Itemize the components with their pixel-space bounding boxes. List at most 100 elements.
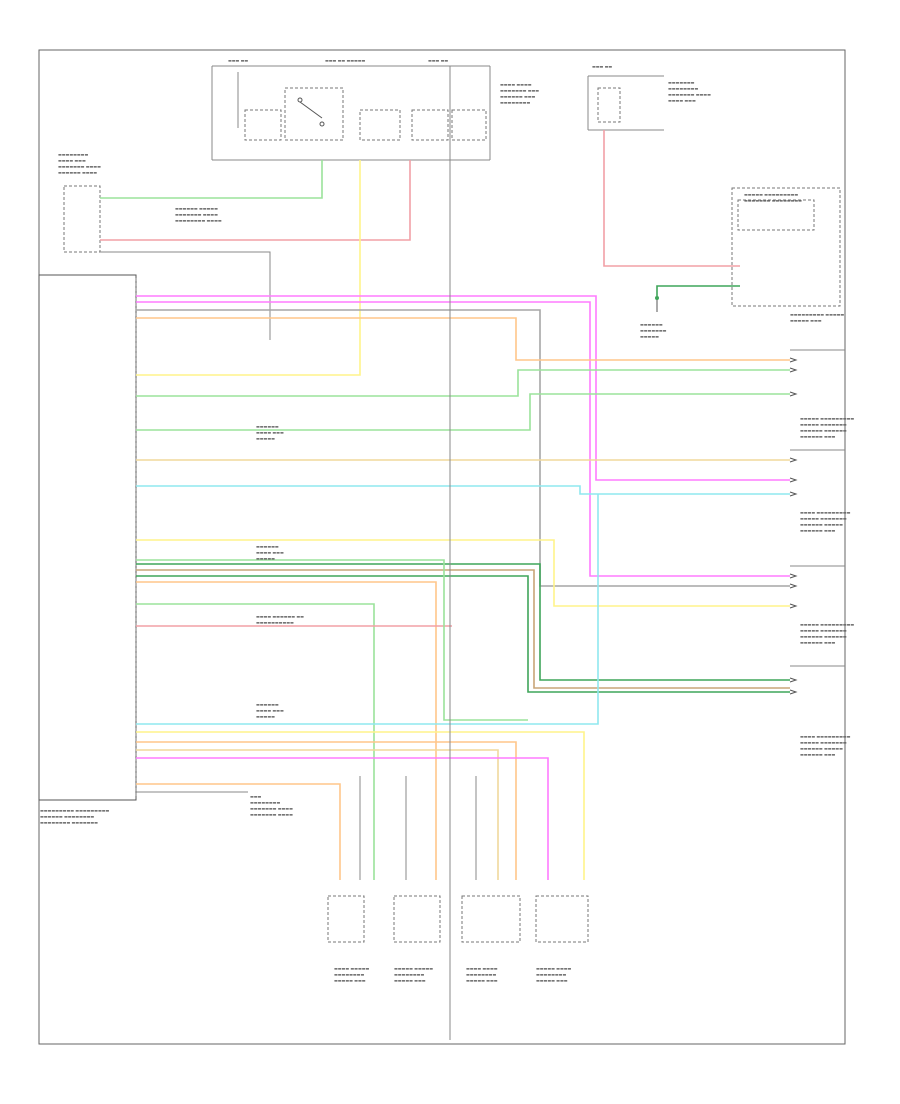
svg-text:▬▬▬▬▬▬ ▬▬▬▬▬▬: ▬▬▬▬▬▬ ▬▬▬▬▬▬ <box>800 634 847 639</box>
svg-text:▬▬▬▬▬▬▬ ▬▬▬▬▬▬▬▬: ▬▬▬▬▬▬▬ ▬▬▬▬▬▬▬▬ <box>744 198 802 203</box>
fuse-box-3 <box>411 109 449 141</box>
svg-text:▬▬▬ ▬▬: ▬▬▬ ▬▬ <box>228 58 248 63</box>
svg-text:▬▬▬▬▬▬ ▬▬▬▬▬▬: ▬▬▬▬▬▬ ▬▬▬▬▬▬ <box>800 428 847 433</box>
svg-text:▬▬▬▬▬▬: ▬▬▬▬▬▬ <box>640 322 663 327</box>
svg-text:▬▬▬▬ ▬▬▬: ▬▬▬▬ ▬▬▬ <box>256 550 284 555</box>
svg-text:▬▬▬▬▬▬▬: ▬▬▬▬▬▬▬ <box>668 80 695 85</box>
svg-text:▬▬▬▬▬▬ ▬▬▬▬▬: ▬▬▬▬▬▬ ▬▬▬▬▬ <box>175 206 218 211</box>
svg-text:▬▬▬▬▬ ▬▬▬▬▬▬▬▬▬: ▬▬▬▬▬ ▬▬▬▬▬▬▬▬▬ <box>744 192 798 197</box>
svg-text:▬▬▬▬▬▬▬ ▬▬▬▬: ▬▬▬▬▬▬▬ ▬▬▬▬ <box>58 164 101 169</box>
svg-text:▬▬▬▬▬ ▬▬▬▬▬▬▬: ▬▬▬▬▬ ▬▬▬▬▬▬▬ <box>800 628 847 633</box>
svg-text:▬▬▬▬ ▬▬▬: ▬▬▬▬ ▬▬▬ <box>256 708 284 713</box>
svg-text:▬▬▬▬▬ ▬▬▬▬▬▬▬▬▬: ▬▬▬▬▬ ▬▬▬▬▬▬▬▬▬ <box>800 416 854 421</box>
svg-text:▬▬▬ ▬▬ ▬▬▬▬▬: ▬▬▬ ▬▬ ▬▬▬▬▬ <box>325 58 366 63</box>
position-sensor-connector: ▬▬▬▬▬▬▬▬ ▬▬▬▬ ▬▬▬ ▬▬▬▬▬▬▬ ▬▬▬▬ ▬▬▬▬▬▬ ▬▬… <box>58 152 222 253</box>
svg-text:▬▬▬: ▬▬▬ <box>250 794 262 799</box>
wire-layer <box>100 66 790 1040</box>
wire-magenta-24 <box>136 757 549 880</box>
top-right-fuse-block: ▬▬▬ ▬▬ ▬▬▬▬▬▬▬ ▬▬▬▬▬▬▬▬ ▬▬▬▬▬▬▬ ▬▬▬▬ ▬▬▬… <box>587 64 711 131</box>
instrument-cluster: ▬▬▬▬▬ ▬▬▬▬▬▬▬▬▬ ▬▬▬▬▬▬▬ ▬▬▬▬▬▬▬▬ ▬▬▬▬▬▬▬… <box>731 187 844 323</box>
wire-dkgreen-16 <box>136 575 790 693</box>
svg-text:▬▬▬▬▬▬▬ ▬▬▬▬: ▬▬▬▬▬▬▬ ▬▬▬▬ <box>250 806 293 811</box>
svg-text:▬▬▬▬▬▬ ▬▬▬▬▬: ▬▬▬▬▬▬ ▬▬▬▬▬ <box>800 522 843 527</box>
diagram-frame <box>38 49 846 1045</box>
svg-text:▬▬▬▬▬▬▬▬: ▬▬▬▬▬▬▬▬ <box>58 152 88 157</box>
svg-text:▬▬▬▬▬▬▬▬▬ ▬▬▬▬▬▬▬▬▬: ▬▬▬▬▬▬▬▬▬ ▬▬▬▬▬▬▬▬▬ <box>40 808 110 813</box>
svg-text:▬▬▬▬▬▬: ▬▬▬▬▬▬ <box>256 544 279 549</box>
svg-text:▬▬▬▬▬▬▬ ▬▬▬▬: ▬▬▬▬▬▬▬ ▬▬▬▬ <box>175 212 218 217</box>
svg-text:▬▬▬ ▬▬: ▬▬▬ ▬▬ <box>592 64 612 69</box>
svg-text:▬▬▬▬▬ ▬▬▬: ▬▬▬▬▬ ▬▬▬ <box>466 978 498 983</box>
wire-yellow-2 <box>136 160 361 376</box>
svg-text:▬▬▬▬▬▬▬ ▬▬▬▬: ▬▬▬▬▬▬▬ ▬▬▬▬ <box>668 92 711 97</box>
svg-text:▬▬▬▬▬▬ ▬▬▬▬▬: ▬▬▬▬▬▬ ▬▬▬▬▬ <box>800 746 843 751</box>
inline-ground-labels: ▬▬▬▬▬▬ ▬▬▬▬ ▬▬▬ ▬▬▬▬▬ ▬▬▬▬▬▬ ▬▬▬▬ ▬▬▬ ▬▬… <box>250 424 304 817</box>
svg-text:▬▬▬▬▬ ▬▬▬▬▬▬▬▬▬: ▬▬▬▬▬ ▬▬▬▬▬▬▬▬▬ <box>800 622 854 627</box>
wire-pink-3 <box>603 130 740 267</box>
svg-text:▬▬▬▬▬▬ ▬▬▬: ▬▬▬▬▬▬ ▬▬▬ <box>800 528 836 533</box>
svg-text:▬▬▬ ▬▬: ▬▬▬ ▬▬ <box>428 58 448 63</box>
svg-text:▬▬▬▬▬: ▬▬▬▬▬ <box>256 436 275 441</box>
relay-box <box>284 87 344 141</box>
svg-text:▬▬▬▬▬ ▬▬▬▬▬▬▬: ▬▬▬▬▬ ▬▬▬▬▬▬▬ <box>800 740 847 745</box>
svg-text:▬▬▬▬ ▬▬▬▬▬: ▬▬▬▬ ▬▬▬▬▬ <box>334 966 370 971</box>
svg-text:▬▬▬▬▬▬▬▬ ▬▬▬▬: ▬▬▬▬▬▬▬▬ ▬▬▬▬ <box>175 218 222 223</box>
svg-text:▬▬▬▬ ▬▬▬▬: ▬▬▬▬ ▬▬▬▬ <box>466 966 498 971</box>
svg-text:▬▬▬▬▬ ▬▬▬: ▬▬▬▬▬ ▬▬▬ <box>536 978 568 983</box>
svg-text:▬▬▬▬▬ ▬▬▬: ▬▬▬▬▬ ▬▬▬ <box>334 978 366 983</box>
svg-text:▬▬▬▬▬ ▬▬▬▬: ▬▬▬▬▬ ▬▬▬▬ <box>536 966 572 971</box>
svg-text:▬▬▬▬▬▬▬ ▬▬▬: ▬▬▬▬▬▬▬ ▬▬▬ <box>500 88 539 93</box>
connector-arrow-icon <box>789 357 798 695</box>
svg-text:▬▬▬▬ ▬▬▬: ▬▬▬▬ ▬▬▬ <box>58 158 86 163</box>
svg-text:▬▬▬▬▬▬▬▬: ▬▬▬▬▬▬▬▬ <box>334 972 364 977</box>
wire-cyan-20 <box>136 494 599 725</box>
control-module-box <box>38 274 137 801</box>
svg-text:▬▬▬▬▬▬: ▬▬▬▬▬▬ <box>256 702 279 707</box>
svg-text:▬▬▬▬▬▬▬▬▬ ▬▬▬▬▬: ▬▬▬▬▬▬▬▬▬ ▬▬▬▬▬ <box>790 312 844 317</box>
wire-magenta-6 <box>136 301 790 577</box>
svg-text:▬▬▬▬ ▬▬▬▬▬▬▬▬▬: ▬▬▬▬ ▬▬▬▬▬▬▬▬▬ <box>800 510 851 515</box>
svg-text:▬▬▬▬▬▬▬▬: ▬▬▬▬▬▬▬▬ <box>500 100 530 105</box>
svg-text:▬▬▬▬ ▬▬▬▬▬▬▬▬▬: ▬▬▬▬ ▬▬▬▬▬▬▬▬▬ <box>800 734 851 739</box>
fuse-box-1 <box>244 109 282 141</box>
switch-contact-icon <box>299 101 323 119</box>
wire-green-26 <box>136 559 528 721</box>
svg-text:▬▬▬▬▬ ▬▬▬▬▬▬▬: ▬▬▬▬▬ ▬▬▬▬▬▬▬ <box>800 422 847 427</box>
wire-orange-25 <box>136 783 341 880</box>
wire-brown-15 <box>136 569 790 689</box>
svg-text:▬▬▬▬▬▬▬▬ ▬▬▬▬▬▬▬: ▬▬▬▬▬▬▬▬ ▬▬▬▬▬▬▬ <box>40 820 98 825</box>
svg-text:▬▬▬▬▬ ▬▬▬: ▬▬▬▬▬ ▬▬▬ <box>394 978 426 983</box>
svg-text:▬▬▬▬ ▬▬▬: ▬▬▬▬ ▬▬▬ <box>668 98 696 103</box>
wire-yellow-21 <box>136 731 585 880</box>
svg-text:▬▬▬▬▬ ▬▬▬: ▬▬▬▬▬ ▬▬▬ <box>790 318 822 323</box>
wire-green-18 <box>136 603 375 880</box>
wire-pink-1 <box>100 160 411 241</box>
svg-text:▬▬▬▬▬▬▬: ▬▬▬▬▬▬▬ <box>640 328 667 333</box>
wire-green-9 <box>136 369 790 397</box>
svg-text:▬▬▬▬ ▬▬▬: ▬▬▬▬ ▬▬▬ <box>256 430 284 435</box>
svg-text:▬▬▬▬▬ ▬▬▬▬▬: ▬▬▬▬▬ ▬▬▬▬▬ <box>394 966 433 971</box>
wire-yellow-13 <box>136 539 790 607</box>
wire-dkgreen-4 <box>656 285 740 296</box>
svg-text:▬▬▬▬▬▬ ▬▬▬▬: ▬▬▬▬▬▬ ▬▬▬▬ <box>58 170 97 175</box>
fuse-box-2 <box>359 109 401 141</box>
svg-text:▬▬▬▬▬▬▬ ▬▬▬▬: ▬▬▬▬▬▬▬ ▬▬▬▬ <box>250 812 293 817</box>
svg-text:▬▬▬▬▬▬▬▬: ▬▬▬▬▬▬▬▬ <box>250 800 280 805</box>
ground-symbol-icon: ▬▬▬▬▬▬ ▬▬▬▬▬▬▬ ▬▬▬▬▬ <box>640 296 667 339</box>
svg-text:▬▬▬▬▬▬ ▬▬▬▬▬▬▬▬: ▬▬▬▬▬▬ ▬▬▬▬▬▬▬▬ <box>40 814 94 819</box>
svg-text:▬▬▬▬▬▬▬▬: ▬▬▬▬▬▬▬▬ <box>466 972 496 977</box>
instrument-cluster-box <box>731 187 841 307</box>
svg-text:▬▬▬▬▬▬ ▬▬▬: ▬▬▬▬▬▬ ▬▬▬ <box>800 752 836 757</box>
wire-tan-23 <box>136 749 499 880</box>
svg-text:▬▬▬▬▬: ▬▬▬▬▬ <box>256 714 275 719</box>
right-connectors: ▬▬▬▬▬ ▬▬▬▬▬▬▬▬▬ ▬▬▬▬▬ ▬▬▬▬▬▬▬ ▬▬▬▬▬▬ ▬▬▬… <box>790 349 854 757</box>
control-module-label: ▬▬▬▬▬▬▬▬▬ ▬▬▬▬▬▬▬▬▬ ▬▬▬▬▬▬ ▬▬▬▬▬▬▬▬ ▬▬▬▬… <box>40 808 110 825</box>
svg-text:▬▬▬▬▬▬▬▬: ▬▬▬▬▬▬▬▬ <box>536 972 566 977</box>
svg-text:▬▬▬▬ ▬▬▬▬▬▬ ▬▬: ▬▬▬▬ ▬▬▬▬▬▬ ▬▬ <box>256 614 304 619</box>
wire-green-0 <box>100 160 323 199</box>
wire-cyan-12 <box>136 485 790 495</box>
svg-text:▬▬▬▬▬▬ ▬▬▬: ▬▬▬▬▬▬ ▬▬▬ <box>500 94 536 99</box>
svg-text:▬▬▬▬ ▬▬▬▬: ▬▬▬▬ ▬▬▬▬ <box>500 82 532 87</box>
svg-text:▬▬▬▬▬▬▬▬▬▬: ▬▬▬▬▬▬▬▬▬▬ <box>256 620 294 625</box>
